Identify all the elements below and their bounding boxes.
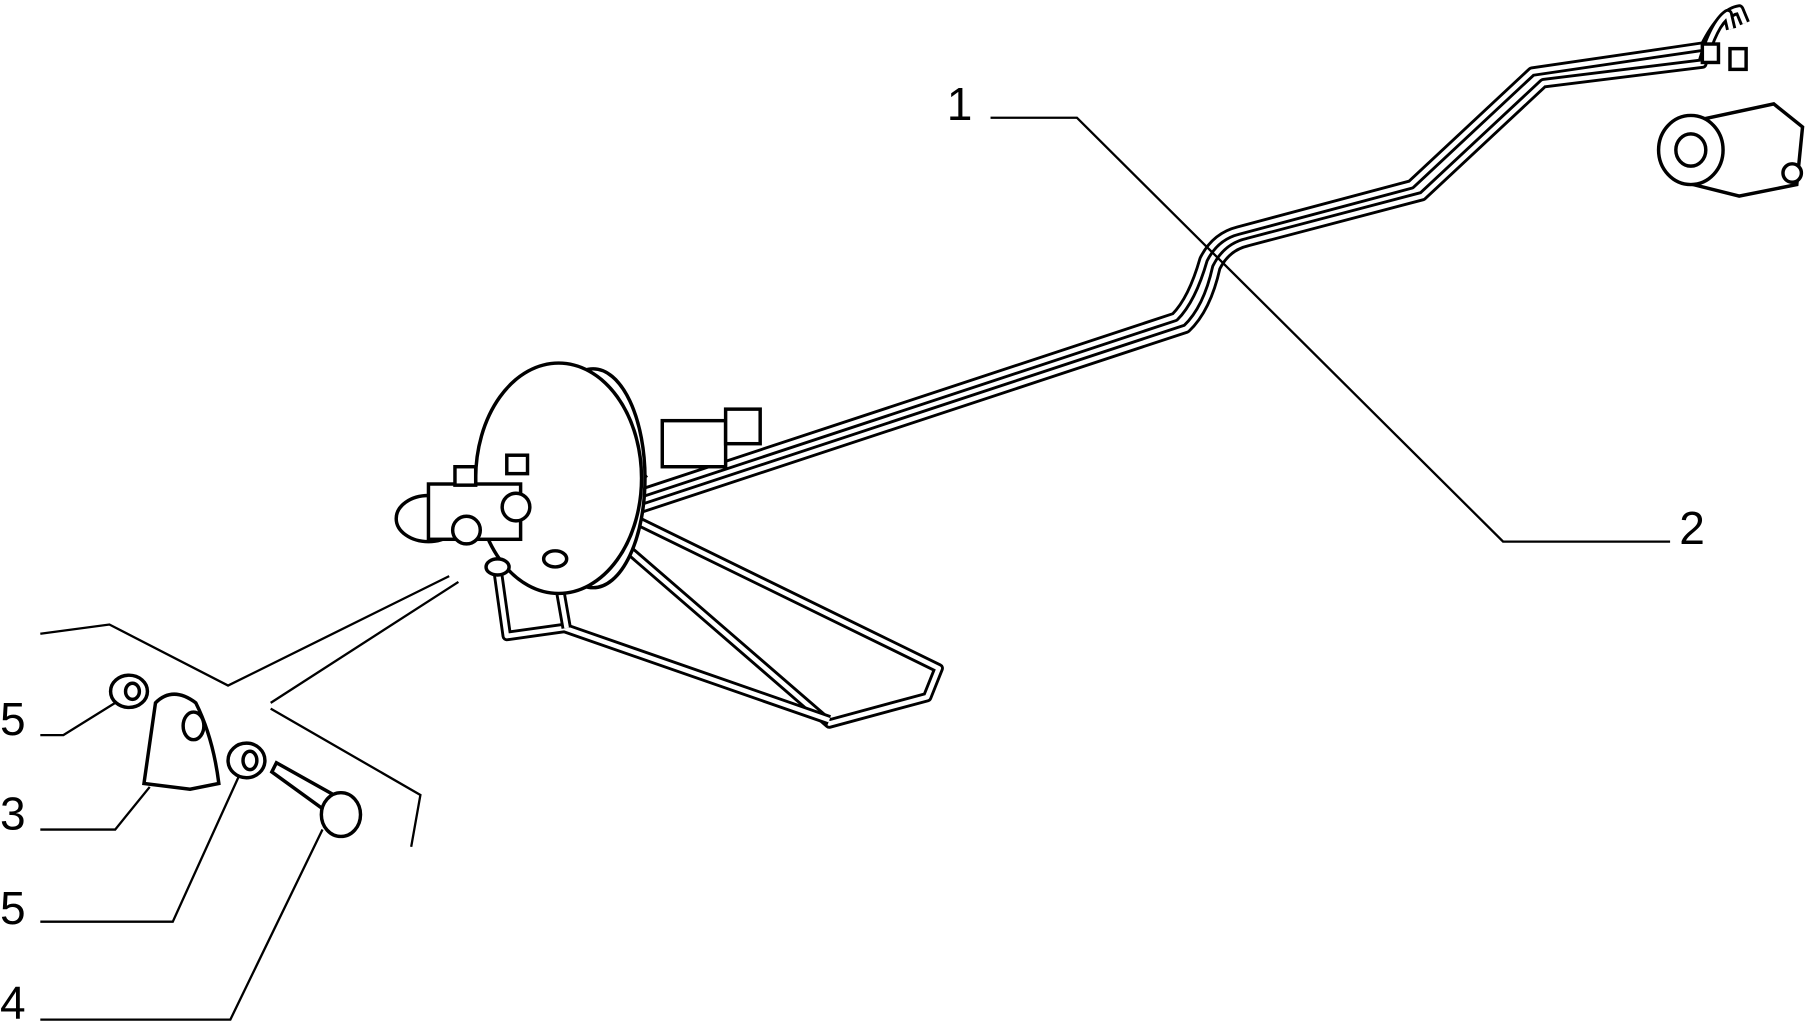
callout-5b: 5 [0,882,26,934]
callout-5a: 5 [0,693,26,745]
callout-4: 4 [0,976,26,1021]
bolt-4 [269,760,363,839]
callout-2: 2 [1679,502,1705,554]
pressure-regulator [1656,42,1805,198]
brake-pipe-2 [608,8,1737,524]
washer-5b [226,741,267,780]
washer-5a [108,673,150,710]
brake-booster [394,361,762,596]
callout-3: 3 [0,788,26,840]
leader-lines [40,116,1671,1021]
callout-1: 1 [947,78,973,130]
bracket-3 [142,692,221,791]
